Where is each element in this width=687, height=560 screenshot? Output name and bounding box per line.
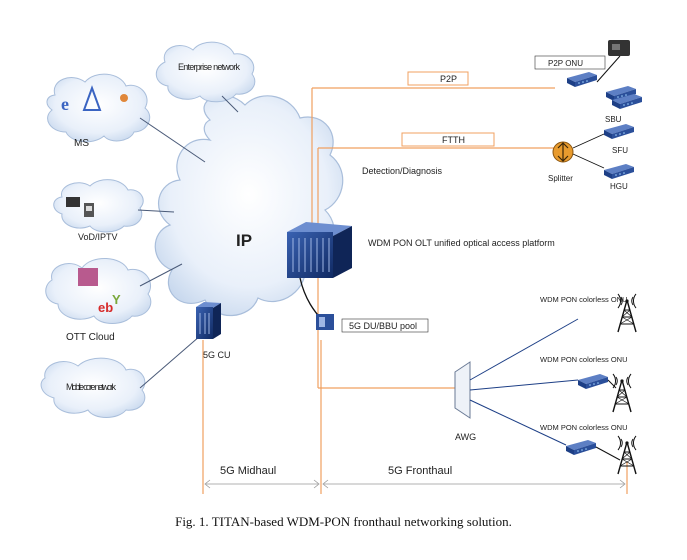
- olt-chassis: [287, 222, 352, 278]
- sfu-label: SFU: [612, 146, 628, 155]
- vod-cloud: [53, 179, 144, 233]
- section-arrows: [204, 479, 626, 489]
- splitter-links: [572, 133, 605, 169]
- p2p-label: P2P: [440, 74, 457, 84]
- svg-text:e: e: [61, 94, 69, 114]
- p2p-onu-label: P2P ONU: [548, 59, 583, 68]
- ott-label: OTT Cloud: [66, 332, 115, 343]
- ip-cloud: [154, 95, 344, 317]
- service-links: [137, 95, 239, 389]
- svg-text:Y: Y: [112, 292, 121, 307]
- midhaul-label: 5G Midhaul: [220, 465, 276, 477]
- onu-tower-link-2: [607, 379, 617, 389]
- detection-label: Detection/Diagnosis: [362, 166, 443, 176]
- fronthaul-label: 5G Fronthaul: [388, 465, 452, 477]
- ftth-box: [401, 132, 495, 147]
- du-box: [341, 318, 429, 333]
- colorless-onu-device-3: [566, 440, 596, 455]
- ms-icons: e: [61, 85, 128, 114]
- p2p-onu-box: [534, 55, 606, 70]
- splitter-arrows: [557, 142, 569, 162]
- enterprise-cloud: [155, 41, 256, 103]
- ott-cloud: [45, 258, 152, 324]
- ms-label: MS: [74, 138, 89, 149]
- onu-tower-link-3: [595, 446, 621, 461]
- awg-label: AWG: [455, 432, 476, 442]
- hgu-device: [604, 164, 634, 179]
- vod-label: VoD/IPTV: [78, 232, 118, 242]
- tower-1: [617, 293, 637, 333]
- colorless-onu-label-3: WDM PON colorless ONU: [540, 423, 628, 432]
- colorless-onu-device-2: [578, 374, 608, 389]
- sbu-label: SBU: [605, 115, 622, 124]
- mobile-core-label: Mobile core network: [66, 382, 117, 392]
- ftth-label: FTTH: [442, 135, 465, 145]
- cu-icon: [196, 302, 221, 339]
- p2p-onu-phone-link: [596, 55, 621, 83]
- enterprise-label: Enterprise network: [178, 62, 241, 72]
- hgu-label: HGU: [610, 182, 628, 191]
- colorless-onu-label-1: WDM PON colorless ONU: [540, 295, 628, 304]
- vod-icons: [66, 197, 94, 217]
- awg-icon: [454, 361, 471, 419]
- figure-caption: Fig. 1. TITAN-based WDM-PON fronthaul ne…: [175, 514, 512, 529]
- tower-2: [612, 373, 632, 413]
- olt-du-link: [299, 277, 323, 321]
- olt-label: WDM PON OLT unified optical access platf…: [368, 238, 555, 248]
- mobile-core-line: Mobile core network: [66, 382, 117, 392]
- p2p-onu-device: [567, 72, 597, 87]
- sbu-device: [606, 86, 642, 109]
- awg-links: [469, 318, 579, 446]
- splitter-label: Splitter: [548, 174, 573, 183]
- mobile-core-cloud: [40, 357, 146, 418]
- p2p-box: [407, 71, 469, 86]
- phone-icon: [608, 40, 630, 56]
- fiber-links: [202, 87, 628, 494]
- sfu-device: [604, 124, 634, 139]
- du-icon: [316, 314, 334, 330]
- du-label: 5G DU/BBU pool: [349, 321, 417, 331]
- ott-icons: eb Y: [78, 268, 121, 315]
- svg-text:eb: eb: [98, 300, 113, 315]
- colorless-onu-label-2: WDM PON colorless ONU: [540, 355, 628, 364]
- ip-label: IP: [236, 231, 252, 250]
- cu-label: 5G CU: [203, 350, 231, 360]
